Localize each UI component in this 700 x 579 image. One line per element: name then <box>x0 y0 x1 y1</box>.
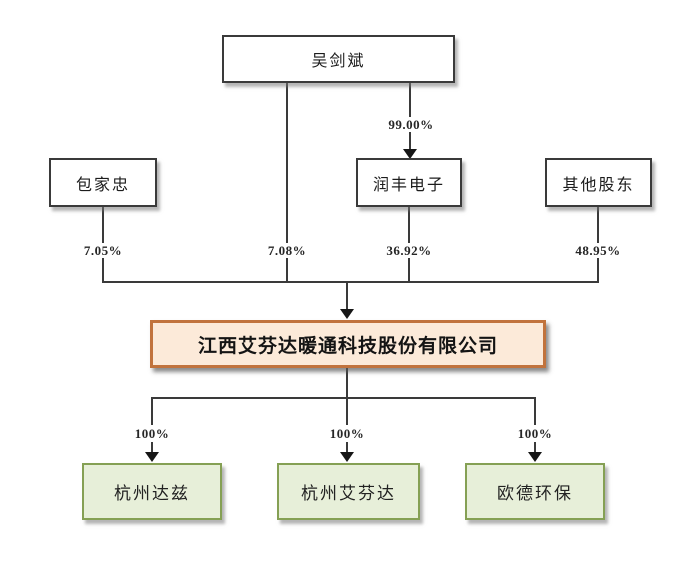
sub-stake-label-2: 100% <box>326 426 368 441</box>
node-shareholder-mid: 润丰电子 <box>356 158 462 207</box>
node-subsidiary-2: 杭州艾芬达 <box>277 463 420 520</box>
stake-label-founder-runfeng: 99.00% <box>385 117 437 132</box>
node-founder: 吴剑斌 <box>222 35 455 83</box>
node-company: 江西艾芬达暖通科技股份有限公司 <box>150 320 546 368</box>
node-subsidiary-1: 杭州达兹 <box>82 463 222 520</box>
stake-label-1: 7.05% <box>80 243 126 258</box>
arrow-down-icon <box>403 149 417 159</box>
connector-bus-to-sub3 <box>534 397 536 425</box>
connector-label-to-sub3 <box>534 442 536 453</box>
node-subsidiary-2-label: 杭州艾芬达 <box>301 484 396 503</box>
node-shareholder-left-label: 包家忠 <box>75 176 130 194</box>
connector-label-to-sub2 <box>346 442 348 453</box>
connector-bus-to-sub1 <box>151 397 153 425</box>
node-shareholder-right-label: 其他股东 <box>562 176 635 194</box>
connector-bus-to-sub2 <box>346 397 348 425</box>
node-company-label: 江西艾芬达暖通科技股份有限公司 <box>197 335 498 357</box>
connector-founder-direct <box>286 83 288 282</box>
sub-stake-label-3: 100% <box>514 426 556 441</box>
arrow-down-icon <box>145 452 159 462</box>
arrow-down-icon <box>340 309 354 319</box>
node-shareholder-right: 其他股东 <box>545 158 652 207</box>
connector-label-to-sub1 <box>151 442 153 453</box>
node-subsidiary-3: 欧德环保 <box>465 463 605 520</box>
sub-stake-label-1: 100% <box>131 426 173 441</box>
connector-company-to-bus <box>346 368 348 398</box>
bus-line-subsidiaries <box>151 397 536 399</box>
bus-line-shareholders <box>102 281 599 283</box>
stake-label-2: 7.08% <box>264 243 310 258</box>
stake-label-4: 48.95% <box>572 243 624 258</box>
connector-founder-runfeng <box>409 83 411 150</box>
node-subsidiary-1-label: 杭州达兹 <box>114 484 190 503</box>
arrow-down-icon <box>528 452 542 462</box>
node-subsidiary-3-label: 欧德环保 <box>497 484 573 503</box>
node-founder-label: 吴剑斌 <box>311 53 366 70</box>
arrow-down-icon <box>340 452 354 462</box>
node-shareholder-mid-label: 润丰电子 <box>372 176 445 194</box>
connector-bus-to-company <box>346 281 348 310</box>
stake-label-3: 36.92% <box>383 243 435 258</box>
node-shareholder-left: 包家忠 <box>49 158 157 207</box>
